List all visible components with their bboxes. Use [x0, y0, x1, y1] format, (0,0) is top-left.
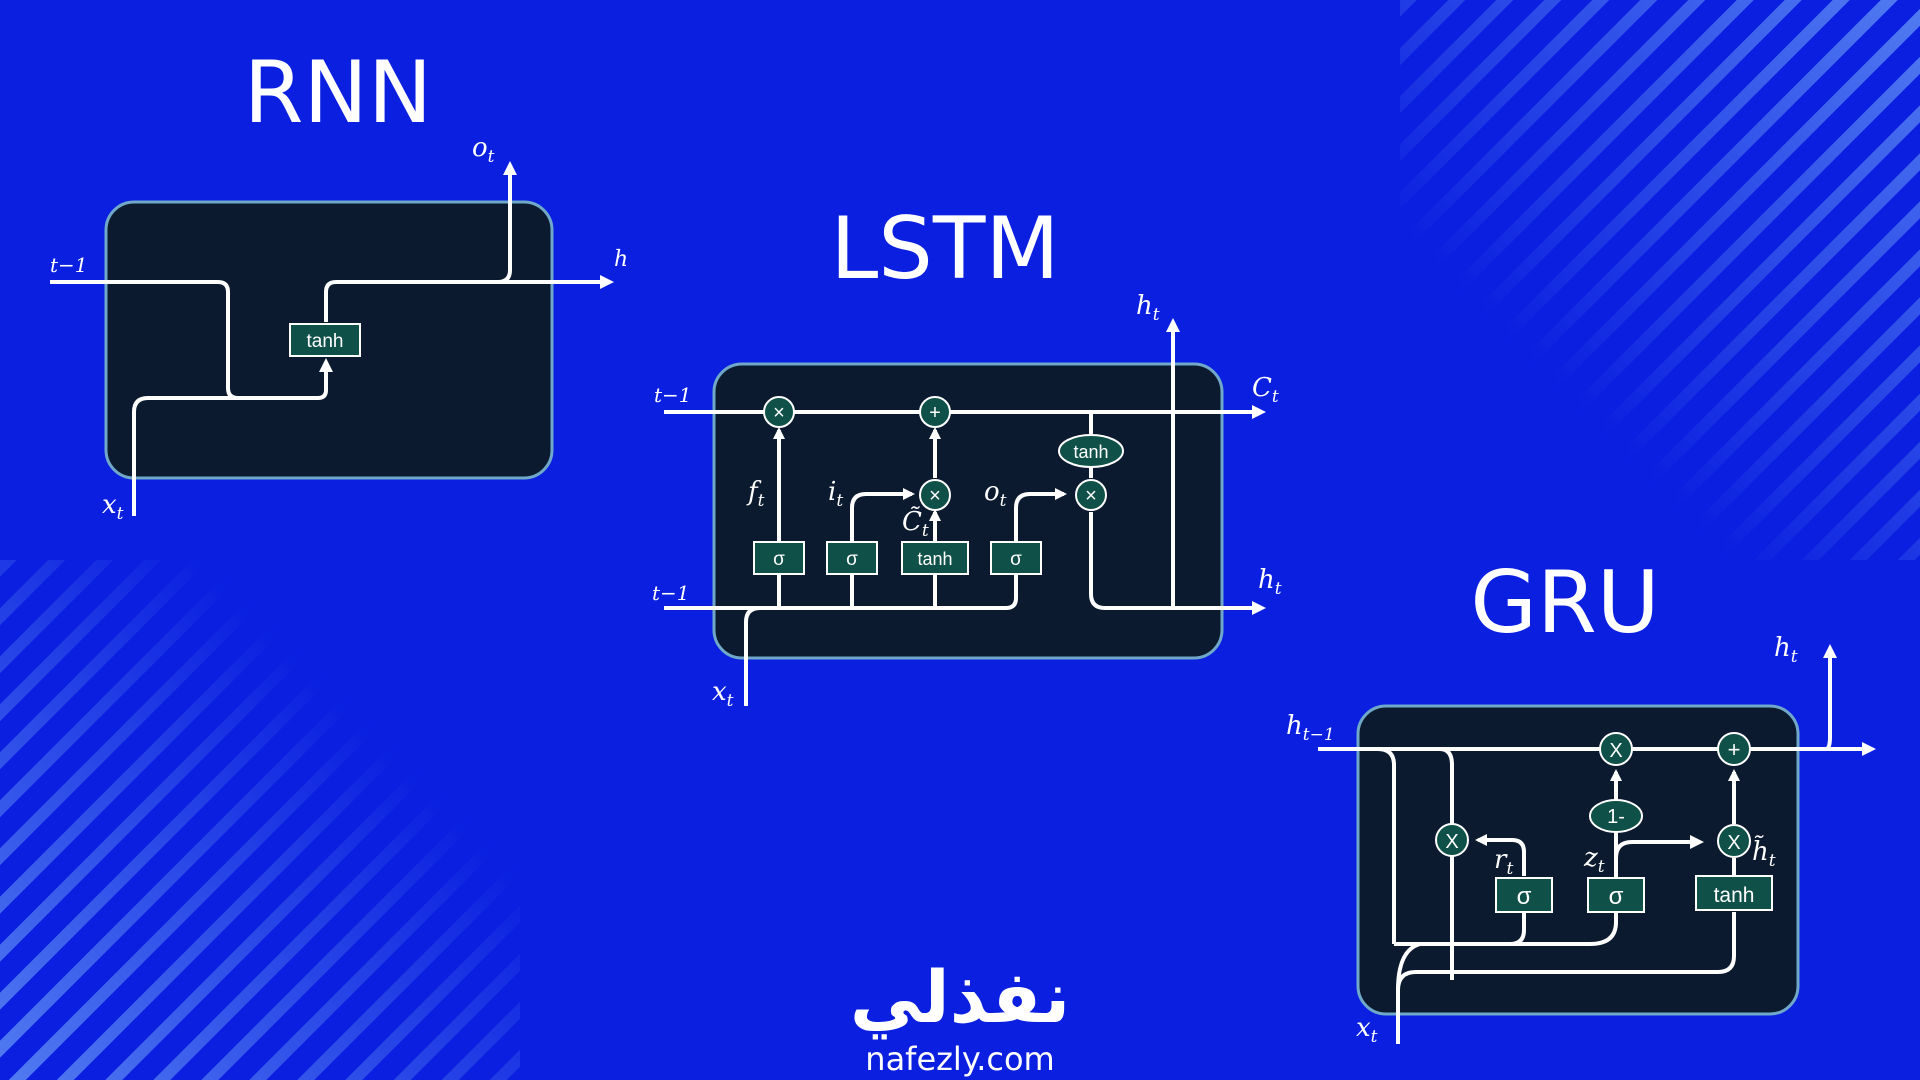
gru-one-minus-op: 1- [1589, 799, 1643, 833]
lstm-candidate-label: C̃t [902, 506, 929, 541]
lstm-input-line [744, 606, 761, 706]
gru-reset-multiply-op: X [1435, 823, 1469, 857]
gru-hidden-branch-mid [1439, 747, 1454, 980]
lstm-c-in-label: t−1 [654, 383, 692, 407]
lstm-h-in-label: t−1 [652, 581, 690, 605]
gru-add-op: + [1717, 732, 1751, 766]
svg-text:σ: σ [1517, 883, 1532, 910]
gru-update-gate-label: zt [1583, 843, 1605, 877]
svg-text:+: + [1728, 737, 1741, 762]
rnn-input-line [132, 396, 318, 516]
lstm-forget-sigmoid-box: σ [753, 541, 805, 575]
lstm-input-multiply-op: × [919, 479, 951, 511]
lstm-output-multiply-op: × [1075, 479, 1107, 511]
svg-text:X: X [1445, 831, 1458, 853]
brand-watermark: نفذلي nafezly.com [850, 955, 1070, 1078]
svg-text:×: × [1085, 485, 1097, 507]
svg-text:σ: σ [1609, 883, 1624, 910]
lstm-input-label: xt [712, 677, 734, 711]
lstm-forget-multiply-op: × [763, 396, 795, 428]
svg-text:σ: σ [773, 549, 785, 570]
gru-candidate-tanh-box: tanh [1695, 875, 1773, 911]
svg-text:X: X [1609, 740, 1622, 762]
lstm-candidate-tanh-box: tanh [901, 541, 969, 575]
lstm-add-op: + [919, 396, 951, 428]
rnn-hidden-input-line [50, 280, 333, 400]
gru-reset-sigmoid-box: σ [1495, 877, 1553, 913]
lstm-output-gate-label: ot [984, 477, 1007, 511]
gru-reset-gate-label: rt [1494, 845, 1513, 879]
svg-text:σ: σ [1010, 549, 1022, 570]
gru-input-merge-line [1396, 942, 1421, 991]
lstm-h-right-label: ht [1258, 565, 1282, 599]
brand-logo-arabic: نفذلي [850, 955, 1070, 1040]
svg-text:σ: σ [846, 549, 858, 570]
rnn-output-line [324, 161, 517, 322]
gru-h-out-label: ht [1774, 633, 1798, 667]
gru-update-sigmoid-box: σ [1587, 877, 1645, 913]
rnn-tanh-box [289, 323, 361, 357]
gru-h-in-label: ht−1 [1286, 711, 1335, 745]
gru-cell [1356, 704, 1800, 1016]
rnn-input-label: xt [102, 490, 124, 524]
rnn-hidden-output-label: h [614, 247, 628, 272]
svg-text:×: × [773, 402, 785, 424]
lstm-title: LSTM [830, 199, 1059, 299]
lstm-h-top-label: ht [1136, 291, 1160, 325]
lstm-hidden-output-line [1089, 512, 1266, 615]
svg-text:×: × [929, 485, 941, 507]
gru-candidate-label: h̃t [1752, 835, 1776, 871]
lstm-diagram: LSTM × + × × [652, 199, 1282, 711]
lstm-c-out-label: Ct [1252, 373, 1279, 407]
rnn-diagram: RNN tanh ot xt t−1 h [50, 43, 628, 524]
brand-url: nafezly.com [865, 1040, 1054, 1078]
lstm-output-sigmoid-box: σ [990, 541, 1042, 575]
svg-text:tanh: tanh [1714, 884, 1755, 907]
svg-text:1-: 1- [1607, 806, 1625, 828]
rnn-title: RNN [244, 43, 432, 143]
lstm-input-gate-label: it [828, 477, 843, 511]
decorative-stripes-bottom-left [0, 560, 520, 1080]
svg-text:X: X [1727, 832, 1740, 854]
gru-reset-sigma-feed [1394, 912, 1526, 946]
gru-hidden-top-output-line [1823, 644, 1837, 751]
rnn-hidden-input-label: t−1 [50, 253, 88, 277]
rnn-tanh-label: tanh [307, 331, 344, 352]
svg-text:tanh: tanh [1073, 442, 1108, 462]
gru-diagram: GRU X X + [1286, 553, 1876, 1047]
svg-text:+: + [929, 402, 941, 424]
gru-hidden-branch-left [1377, 747, 1396, 944]
lstm-input-gate-line [850, 488, 915, 608]
gru-reset-to-mult-line [1475, 834, 1526, 876]
lstm-tanh-op: tanh [1058, 434, 1124, 468]
gru-update-multiply-op: X [1599, 732, 1633, 766]
gru-title: GRU [1470, 553, 1659, 653]
svg-text:tanh: tanh [917, 549, 952, 569]
decorative-stripes-top-right [1400, 0, 1920, 560]
gru-candidate-multiply-op: X [1717, 824, 1751, 858]
lstm-input-sigmoid-box: σ [826, 541, 878, 575]
rnn-output-label: ot [472, 133, 495, 167]
gru-input-label: xt [1356, 1013, 1378, 1047]
